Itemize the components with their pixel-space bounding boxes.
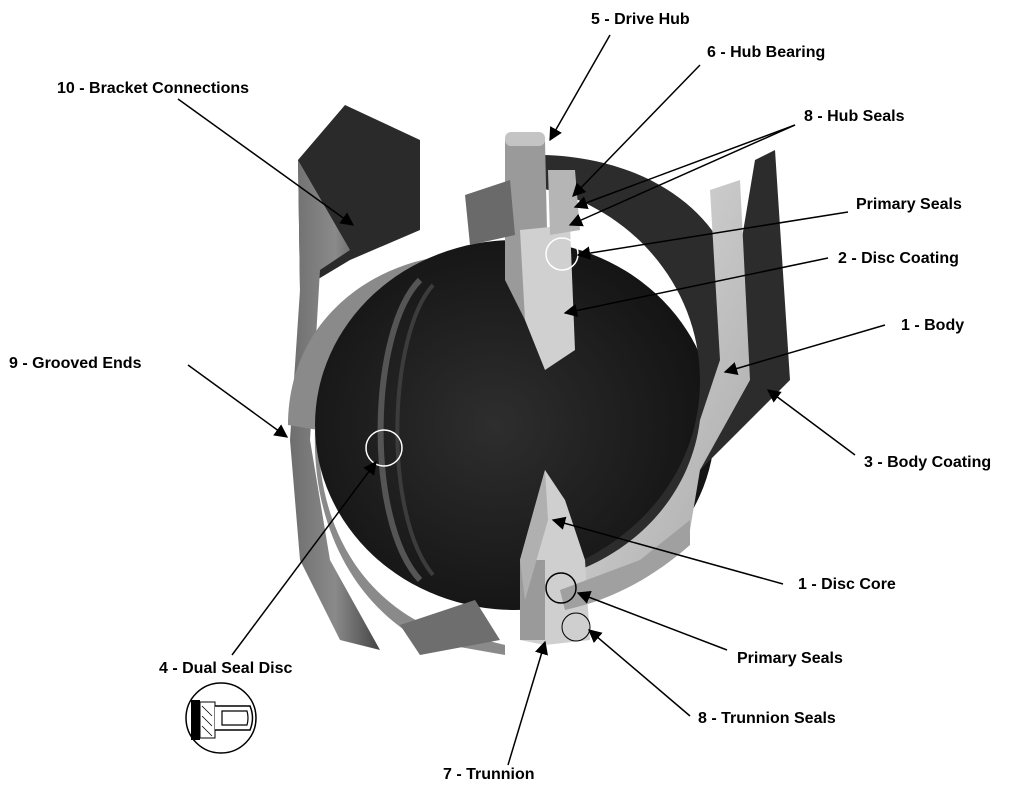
- leader-trunnion: [508, 642, 545, 765]
- label-trunnion: 7 - Trunnion: [443, 766, 535, 784]
- label-dual-seal-disc: 4 - Dual Seal Disc: [159, 660, 292, 678]
- label-body-coating: 3 - Body Coating: [864, 454, 991, 472]
- label-bracket-connections: 10 - Bracket Connections: [57, 80, 249, 98]
- leader-body-coating: [768, 390, 855, 455]
- label-primary-seals-bottom: Primary Seals: [737, 650, 843, 668]
- label-trunnion-seals: 8 - Trunnion Seals: [698, 710, 836, 728]
- label-body: 1 - Body: [901, 317, 964, 335]
- leader-drive-hub: [550, 35, 610, 140]
- label-drive-hub: 5 - Drive Hub: [591, 11, 690, 29]
- label-disc-core: 1 - Disc Core: [798, 576, 896, 594]
- dual-seal-disc-inset: [186, 683, 256, 753]
- label-hub-seals: 8 - Hub Seals: [804, 108, 904, 126]
- leader-primary-seals-bottom: [578, 593, 727, 650]
- leader-trunnion-seals: [589, 630, 690, 716]
- label-primary-seals-top: Primary Seals: [856, 196, 962, 214]
- label-grooved-ends: 9 - Grooved Ends: [9, 355, 141, 373]
- label-hub-bearing: 6 - Hub Bearing: [707, 44, 825, 62]
- valve-body: [288, 105, 790, 655]
- label-disc-coating: 2 - Disc Coating: [838, 250, 959, 268]
- leader-grooved-ends: [188, 365, 287, 437]
